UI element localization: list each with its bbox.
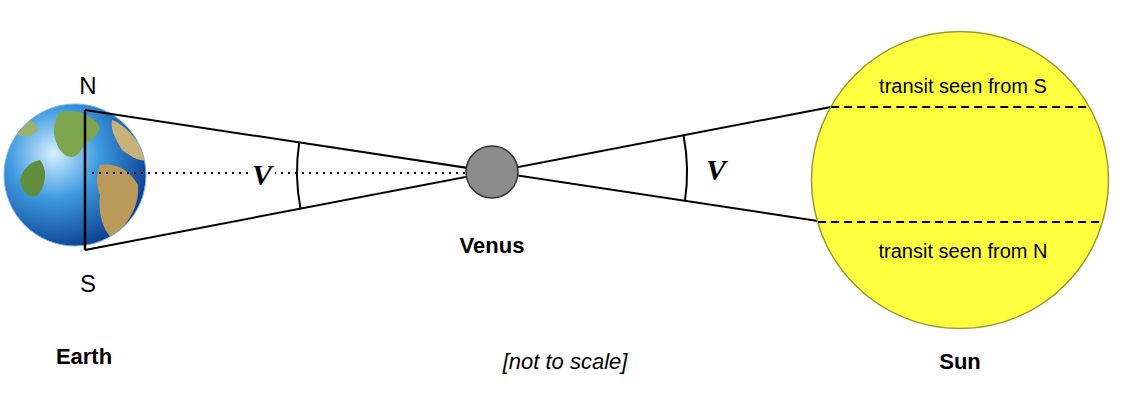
sun-label: Sun xyxy=(939,350,981,374)
transit-label: transit seen from S xyxy=(879,75,1047,97)
venus-planet xyxy=(466,146,518,198)
centre-line xyxy=(92,172,466,174)
sight-line xyxy=(85,110,831,223)
transit-label: transit seen from N xyxy=(879,240,1048,262)
scale-note: [not to scale] xyxy=(503,350,628,374)
earth-globe xyxy=(4,104,146,246)
pole-label: S xyxy=(80,271,96,297)
angle-symbol: V xyxy=(249,158,275,191)
sun-disc: transit seen from S transit seen from N xyxy=(810,30,1110,330)
transit-path xyxy=(831,106,1088,108)
angle-arc xyxy=(297,143,301,209)
sight-line xyxy=(85,107,831,250)
transit-path xyxy=(818,221,1102,223)
pole-label: N xyxy=(79,73,96,99)
planet-label: Earth xyxy=(56,345,112,369)
planet-label: Venus xyxy=(460,234,525,258)
angle-arc xyxy=(684,135,688,201)
angle-symbol: V xyxy=(706,153,726,186)
ns-baseline xyxy=(84,110,87,250)
